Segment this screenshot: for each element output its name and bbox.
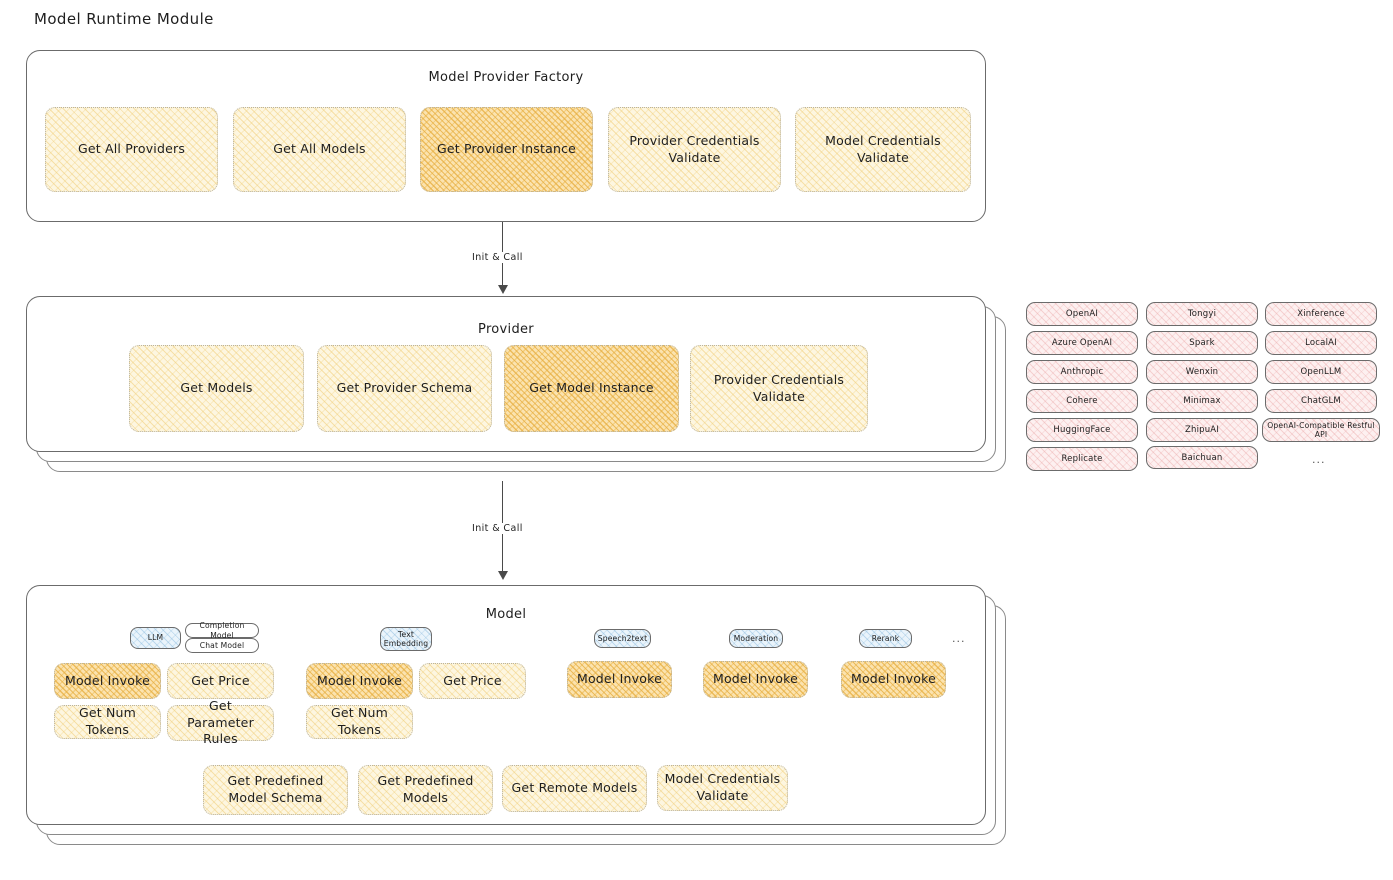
page-title: Model Runtime Module: [34, 10, 214, 28]
provider-chip-azure-openai[interactable]: Azure OpenAI: [1026, 331, 1138, 355]
model-tag-rerank[interactable]: Rerank: [859, 629, 912, 648]
provider-chip-openai[interactable]: OpenAI: [1026, 302, 1138, 326]
arrow-factory-to-provider-label: Init & Call: [469, 252, 526, 263]
model-node-text-embedding-model-invoke[interactable]: Model Invoke: [306, 663, 413, 699]
model-tag-moderation[interactable]: Moderation: [729, 629, 783, 648]
model-provider-factory-title: Model Provider Factory: [428, 70, 584, 85]
provider-chip-minimax[interactable]: Minimax: [1146, 389, 1258, 413]
provider-node-get-models[interactable]: Get Models: [129, 345, 304, 432]
model-groups-more-ellipsis: ...: [952, 632, 966, 645]
model-node-moderation-model-invoke[interactable]: Model Invoke: [703, 661, 808, 698]
factory-node-get-all-models[interactable]: Get All Models: [233, 107, 406, 192]
provider-chip-cohere[interactable]: Cohere: [1026, 389, 1138, 413]
provider-node-provider-credentials-validate[interactable]: Provider Credentials Validate: [690, 345, 868, 432]
provider-chip-localai[interactable]: LocalAI: [1265, 331, 1377, 355]
provider-chip-wenxin[interactable]: Wenxin: [1146, 360, 1258, 384]
model-node-text-embedding-get-num-tokens[interactable]: Get Num Tokens: [306, 705, 413, 739]
provider-chip-openai-compatible-restful-api[interactable]: OpenAI-Compatible Restful API: [1262, 418, 1380, 442]
arrow-provider-to-model-head: [498, 571, 508, 580]
model-node-llm-model-invoke[interactable]: Model Invoke: [54, 663, 161, 699]
provider-node-get-provider-schema[interactable]: Get Provider Schema: [317, 345, 492, 432]
provider-title: Provider: [478, 322, 534, 337]
provider-list-more-ellipsis: ...: [1312, 453, 1326, 466]
model-node-get-predefined-models[interactable]: Get Predefined Models: [358, 765, 493, 815]
arrow-provider-to-model-label: Init & Call: [469, 523, 526, 534]
model-tag-chat-model[interactable]: Chat Model: [185, 638, 259, 653]
arrow-factory-to-provider-head: [498, 285, 508, 294]
model-node-get-predefined-model-schema[interactable]: Get Predefined Model Schema: [203, 765, 348, 815]
provider-chip-tongyi[interactable]: Tongyi: [1146, 302, 1258, 326]
model-node-rerank-model-invoke[interactable]: Model Invoke: [841, 661, 946, 698]
factory-node-get-all-providers[interactable]: Get All Providers: [45, 107, 218, 192]
factory-node-model-credentials-validate[interactable]: Model Credentials Validate: [795, 107, 971, 192]
model-tag-text-embedding[interactable]: Text Embedding: [380, 627, 432, 651]
model-node-speech2text-model-invoke[interactable]: Model Invoke: [567, 661, 672, 698]
provider-node-get-model-instance[interactable]: Get Model Instance: [504, 345, 679, 432]
provider-chip-spark[interactable]: Spark: [1146, 331, 1258, 355]
model-tag-completion-model[interactable]: Completion Model: [185, 621, 259, 640]
provider-chip-xinference[interactable]: Xinference: [1265, 302, 1377, 326]
model-node-text-embedding-get-price[interactable]: Get Price: [419, 663, 526, 699]
model-title: Model: [485, 607, 527, 622]
factory-node-get-provider-instance[interactable]: Get Provider Instance: [420, 107, 593, 192]
model-node-llm-get-parameter-rules[interactable]: Get Parameter Rules: [167, 698, 274, 746]
model-node-llm-get-price[interactable]: Get Price: [167, 663, 274, 699]
provider-chip-replicate[interactable]: Replicate: [1026, 447, 1138, 471]
model-node-get-remote-models[interactable]: Get Remote Models: [502, 765, 647, 812]
model-tag-llm[interactable]: LLM: [130, 627, 181, 649]
model-tag-speech2text[interactable]: Speech2text: [594, 629, 651, 648]
provider-chip-chatglm[interactable]: ChatGLM: [1265, 389, 1377, 413]
factory-node-provider-credentials-validate[interactable]: Provider Credentials Validate: [608, 107, 781, 192]
model-node-llm-get-num-tokens[interactable]: Get Num Tokens: [54, 705, 161, 739]
model-node-model-credentials-validate[interactable]: Model Credentials Validate: [657, 765, 788, 811]
provider-chip-huggingface[interactable]: HuggingFace: [1026, 418, 1138, 442]
provider-chip-zhipuai[interactable]: ZhipuAI: [1146, 418, 1258, 442]
provider-chip-openllm[interactable]: OpenLLM: [1265, 360, 1377, 384]
provider-chip-anthropic[interactable]: Anthropic: [1026, 360, 1138, 384]
provider-chip-baichuan[interactable]: Baichuan: [1146, 446, 1258, 469]
